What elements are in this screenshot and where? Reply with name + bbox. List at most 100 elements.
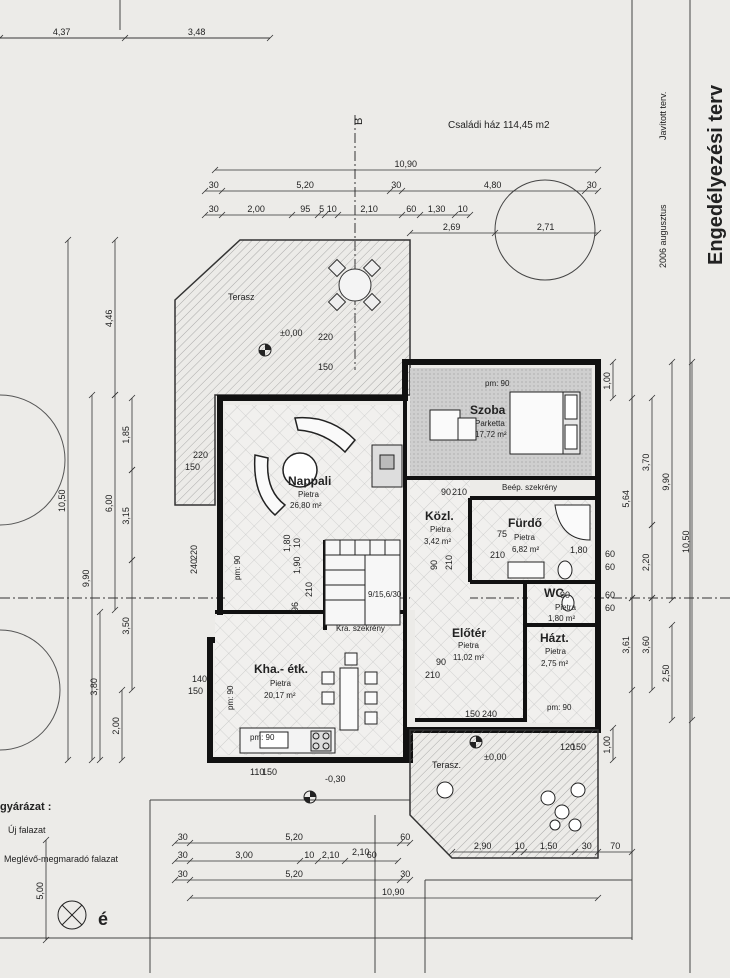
dimension-line (594, 166, 602, 174)
dimension-line (511, 848, 519, 856)
dimension-label: 210 (490, 550, 505, 560)
dimension-label: 110 (250, 767, 264, 777)
dimension-line (186, 894, 194, 902)
terrace-table (327, 258, 382, 312)
dimension-label: 30 (209, 180, 219, 190)
label-kra: Kra. szekrény (336, 624, 385, 633)
dimension-label: 2,90 (474, 841, 492, 851)
room-area: 6,82 m² (512, 545, 539, 554)
dimension-label: 5,20 (296, 180, 314, 190)
dimension-label: 10 (304, 850, 314, 860)
dimension-label: 3,70 (641, 454, 651, 472)
dimension-label: 2,00 (111, 717, 121, 735)
dimension-label: 210 (304, 582, 314, 597)
dimension-line (688, 358, 696, 366)
dimension-line (609, 394, 617, 402)
cooktop (310, 730, 332, 752)
dimension-line (121, 34, 129, 42)
dimension-line (218, 211, 226, 219)
dimension-line (628, 848, 636, 856)
dimension-line (406, 839, 414, 847)
dimension-line (128, 686, 136, 694)
room-wc: WC Pietra 1,80 m² (544, 586, 576, 623)
dimension-label: 4,46 (104, 310, 114, 328)
dimension-label: 96 (290, 602, 300, 612)
dimension-label: 60 (605, 590, 615, 600)
dimension-label: 10 (327, 204, 337, 214)
dimension-label: 2,71 (537, 222, 555, 232)
svg-text:é: é (98, 909, 108, 929)
dimension-line (396, 876, 404, 884)
dimension-line (406, 876, 414, 884)
utility-floor (528, 585, 592, 723)
room-kozl: Közl. Pietra 3,42 m² (424, 509, 454, 546)
kitchen-sink (259, 731, 289, 749)
dimension-line (0, 34, 4, 39)
dimension-line (668, 621, 676, 629)
plants (436, 781, 586, 832)
tree-circle (494, 179, 596, 281)
bath-toilet (557, 560, 573, 580)
room-area: 3,42 m² (424, 537, 451, 546)
bath-sink (507, 561, 545, 579)
title-date: 2006 augusztus (658, 204, 668, 268)
dimension-line (96, 608, 104, 616)
dimension-label: 150 (465, 709, 480, 719)
dimension-label: 140 (192, 674, 207, 684)
dimension-line (594, 894, 602, 902)
section-marker: B (353, 118, 365, 125)
dimension-label: 75 (497, 529, 507, 539)
dimension-line (111, 236, 119, 244)
room-area: 11,02 m² (453, 653, 484, 662)
dimension-label: 3,15 (121, 507, 131, 525)
room-area: 1,80 m² (548, 614, 575, 623)
dimension-label: 2,69 (443, 222, 461, 232)
dimension-line (648, 394, 656, 402)
dimension-line (128, 394, 136, 402)
dimension-line (118, 756, 126, 764)
dimension-label: 60 (367, 850, 377, 860)
dimension-label: 95 (300, 204, 310, 214)
tree-circle (0, 394, 66, 526)
dimension-label: 30 (582, 841, 592, 851)
shower (554, 504, 591, 541)
label-pm90: pm: 90 (250, 733, 275, 742)
dimension-label: 1,00 (602, 372, 612, 390)
dimension-line (594, 229, 602, 237)
dimension-label: 2,10 (360, 204, 378, 214)
room-name: Házt. (540, 631, 569, 645)
dimension-label: 5 (319, 204, 324, 214)
label-beep: Beép. szekrény (502, 483, 557, 492)
legend-existing-wall: Meglévő-megmaradó falazat (4, 854, 119, 864)
dimension-label: 10,50 (57, 489, 67, 512)
dimension-label: 10 (515, 841, 525, 851)
dimension-label: 30 (178, 869, 188, 879)
dimension-label: 5,20 (285, 832, 303, 842)
dimension-line (128, 556, 136, 564)
staircase (324, 539, 401, 626)
dimension-line (314, 857, 322, 865)
dimension-line (314, 211, 322, 219)
room-floor: Pietra (270, 679, 291, 688)
dimension-line (648, 594, 656, 602)
dimension-line (406, 229, 414, 237)
dimension-line (394, 857, 402, 865)
dimension-line (448, 848, 456, 856)
dimension-line (571, 848, 579, 856)
dimension-line (386, 187, 394, 195)
dimension-label: 2,50 (661, 665, 671, 683)
dimension-label: 210 (425, 670, 440, 680)
dimension-line (88, 391, 96, 399)
room-area: 26,80 m² (290, 501, 322, 510)
room-floor: Pietra (545, 647, 566, 656)
burner (322, 732, 330, 740)
dimension-label: 30 (178, 850, 188, 860)
dimension-line (321, 211, 329, 219)
dimension-label: 220 (189, 545, 199, 560)
dimension-line (668, 716, 676, 724)
dimension-label: 10,50 (681, 530, 691, 553)
room-floor: Parketta (475, 419, 505, 428)
sheet-frame (0, 0, 691, 973)
